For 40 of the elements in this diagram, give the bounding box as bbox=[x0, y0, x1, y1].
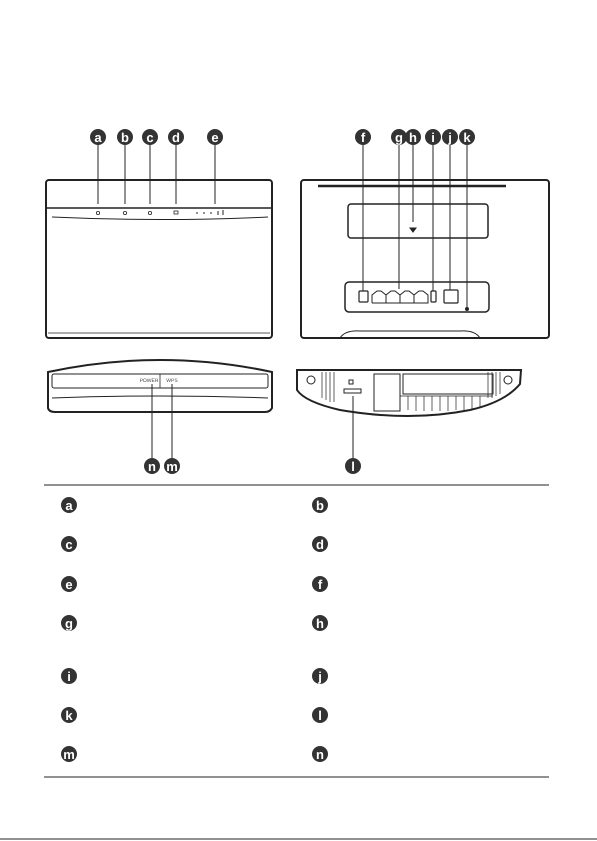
callout-number: l bbox=[312, 707, 328, 723]
leader-line bbox=[412, 144, 414, 222]
leader-line bbox=[362, 144, 364, 292]
callout-number: h bbox=[312, 615, 328, 631]
callout-number: e bbox=[61, 576, 77, 592]
port bbox=[443, 289, 459, 304]
callout-number: k bbox=[61, 707, 77, 723]
port bbox=[358, 290, 369, 303]
callout-number: c bbox=[61, 536, 77, 552]
leader-line bbox=[398, 144, 400, 290]
callout-number: a bbox=[90, 129, 106, 145]
callout-number: f bbox=[312, 576, 328, 592]
callout-number: k bbox=[459, 129, 475, 145]
reset-hole bbox=[465, 307, 469, 311]
callout-number: a bbox=[61, 497, 77, 513]
leader-line bbox=[432, 144, 434, 292]
callout-number: m bbox=[164, 458, 180, 474]
callout-number: l bbox=[345, 458, 361, 474]
leader-line bbox=[124, 144, 126, 204]
port bbox=[430, 290, 437, 303]
callout-number: d bbox=[312, 536, 328, 552]
callout-number: j bbox=[442, 129, 458, 145]
callout-number: i bbox=[425, 129, 441, 145]
callout-number: e bbox=[207, 129, 223, 145]
callout-number: g bbox=[61, 615, 77, 631]
callout-number: j bbox=[312, 668, 328, 684]
callout-number: b bbox=[117, 129, 133, 145]
callout-number: n bbox=[144, 458, 160, 474]
callout-number: b bbox=[312, 497, 328, 513]
callout-number: g bbox=[391, 129, 407, 145]
callout-number: f bbox=[355, 129, 371, 145]
leader-line bbox=[466, 144, 468, 308]
callout-number: n bbox=[312, 746, 328, 762]
callout-number: h bbox=[405, 129, 421, 145]
callout-number: c bbox=[142, 129, 158, 145]
leader-line bbox=[214, 144, 216, 204]
callout-number: i bbox=[61, 668, 77, 684]
callout-number: d bbox=[168, 129, 184, 145]
callout-number: m bbox=[61, 746, 77, 762]
leader-line bbox=[352, 396, 354, 458]
